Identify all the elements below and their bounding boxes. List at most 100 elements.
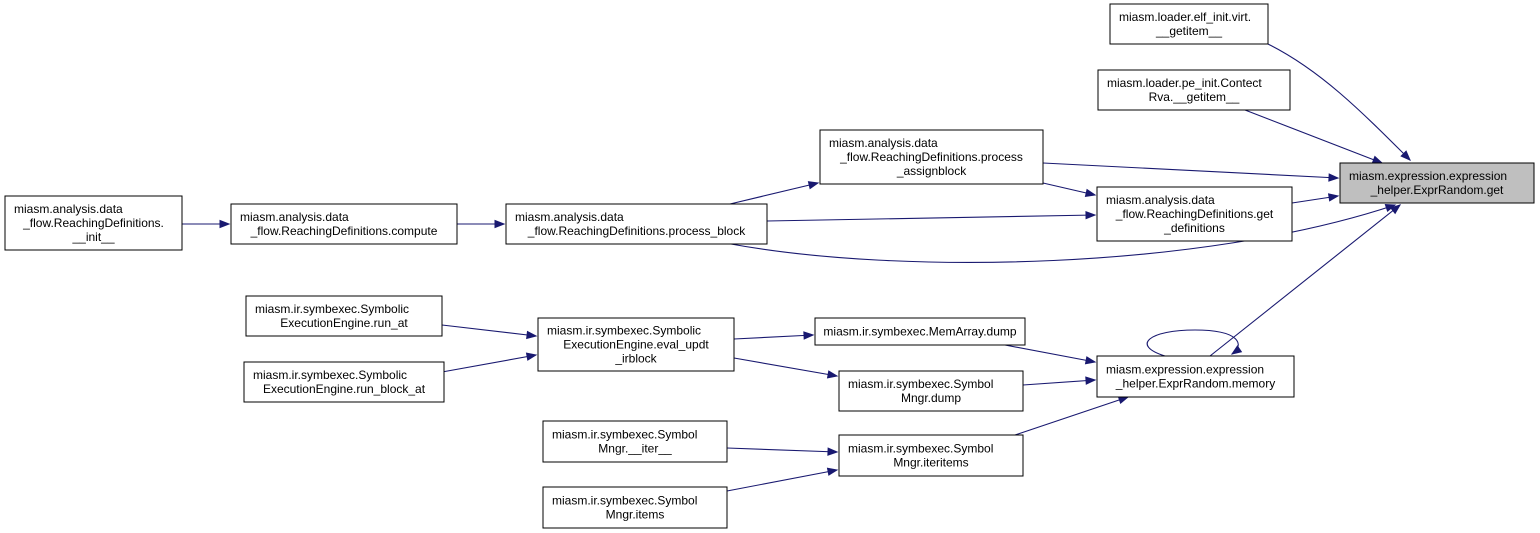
edge-symbolmngr-iteritems-to-memory-arrowhead [1117, 396, 1130, 405]
edge-process-block-to-get-definitions-arrowhead [1085, 210, 1097, 220]
edge-get-definitions-to-target-arrowhead [1327, 193, 1340, 202]
edge-process-block-to-get-definitions [766, 210, 1097, 222]
edge-process-assignblock-to-target-line [1042, 162, 1339, 179]
edge-symbolmngr-iter-to-symbolmngr-iteritems [726, 447, 839, 456]
edge-elf-getitem-to-target [1267, 43, 1411, 161]
node-eval-updt-irblock-label-line: ExecutionEngine.eval_updt [563, 338, 709, 352]
edge-eval-updt-irblock-to-memarray-dump-arrowhead [803, 331, 815, 340]
node-symbolmngr-iteritems-label-line: miasm.ir.symbexec.Symbol [848, 442, 993, 456]
node-symbolmngr-iteritems-label-line: Mngr.iteritems [893, 456, 968, 470]
node-memarray-dump[interactable]: miasm.ir.symbexec.MemArray.dump [814, 317, 1026, 346]
node-memory[interactable]: miasm.expression.expression_helper.ExprR… [1096, 355, 1295, 398]
edge-symbolmngr-items-to-symbolmngr-iteritems [726, 467, 839, 492]
edge-memarray-dump-to-memory [1004, 344, 1097, 365]
edge-memory-to-memory-arrowhead [1230, 345, 1243, 355]
node-run-block-at-label-line: ExecutionEngine.run_block_at [263, 382, 426, 396]
edge-memory-to-target [1209, 204, 1402, 357]
node-memarray-dump-box [814, 317, 1026, 346]
node-process-assignblock-box [819, 129, 1044, 185]
node-eval-updt-irblock-label-line: _irblock [614, 352, 657, 366]
node-run-block-at-box [243, 361, 445, 403]
graph-nodes: miasm.expression.expression_helper.ExprR… [4, 3, 1535, 529]
node-pe-getitem-label-line: Rva.__getitem__ [1149, 90, 1240, 104]
node-elf-getitem-box [1109, 3, 1269, 45]
node-run-at[interactable]: miasm.ir.symbexec.SymbolicExecutionEngin… [245, 295, 443, 337]
node-run-block-at[interactable]: miasm.ir.symbexec.SymbolicExecutionEngin… [243, 361, 445, 403]
edge-memory-to-memory-line [1146, 329, 1239, 357]
node-eval-updt-irblock[interactable]: miasm.ir.symbexec.SymbolicExecutionEngin… [537, 317, 735, 372]
edge-rd-compute-to-process-block-arrowhead [494, 219, 506, 229]
edge-eval-updt-irblock-to-memarray-dump [733, 331, 815, 340]
node-pe-getitem[interactable]: miasm.loader.pe_init.ContectRva.__getite… [1097, 69, 1291, 111]
node-target-label-line: miasm.expression.expression [1349, 169, 1507, 183]
edge-eval-updt-irblock-to-symbolmngr-dump-line [733, 357, 838, 377]
edge-process-block-to-target-line [730, 204, 1396, 263]
edge-process-block-to-get-definitions-line [766, 214, 1096, 222]
node-rd-compute-label-line: _flow.ReachingDefinitions.compute [250, 224, 438, 238]
edge-run-block-at-to-eval-updt-irblock-line [441, 354, 537, 373]
edge-rd-init-to-rd-compute [182, 219, 231, 229]
node-rd-init[interactable]: miasm.analysis.data_flow.ReachingDefinit… [4, 195, 183, 251]
edge-memory-to-target-arrowhead [1389, 204, 1402, 215]
edge-process-assignblock-to-get-definitions [1042, 182, 1097, 197]
node-elf-getitem[interactable]: miasm.loader.elf_init.virt.__getitem__ [1109, 3, 1269, 45]
edge-symbolmngr-dump-to-memory [1022, 376, 1097, 386]
node-run-at-label-line: ExecutionEngine.run_at [280, 316, 408, 330]
node-memory-label-line: _helper.ExprRandom.memory [1115, 377, 1275, 391]
edge-pe-getitem-to-target-arrowhead [1371, 155, 1384, 164]
edge-symbolmngr-iteritems-to-memory [1014, 396, 1130, 436]
node-target[interactable]: miasm.expression.expression_helper.ExprR… [1339, 162, 1535, 204]
node-symbolmngr-iter-label-line: miasm.ir.symbexec.Symbol [552, 428, 697, 442]
edge-get-definitions-to-target [1291, 193, 1340, 204]
node-symbolmngr-iter-box [542, 420, 728, 463]
edge-symbolmngr-items-to-symbolmngr-iteritems-line [726, 469, 838, 492]
node-symbolmngr-dump-box [838, 370, 1024, 412]
edge-process-assignblock-to-target [1042, 162, 1340, 182]
node-process-assignblock[interactable]: miasm.analysis.data_flow.ReachingDefinit… [819, 129, 1044, 185]
edge-process-block-to-process-assignblock-line [729, 182, 819, 205]
node-get-definitions[interactable]: miasm.analysis.data_flow.ReachingDefinit… [1096, 186, 1293, 242]
node-rd-init-label-line: _flow.ReachingDefinitions. [22, 216, 164, 230]
node-symbolmngr-iter-label-line: Mngr.__iter__ [598, 442, 672, 456]
edge-run-at-to-eval-updt-irblock-arrowhead [526, 330, 538, 340]
node-rd-init-label-line: __init__ [71, 230, 114, 244]
edge-run-at-to-eval-updt-irblock-line [441, 324, 537, 337]
node-elf-getitem-label-line: miasm.loader.elf_init.virt. [1119, 10, 1251, 24]
node-process-block-label-line: miasm.analysis.data [515, 210, 624, 224]
node-rd-init-label-line: miasm.analysis.data [14, 202, 123, 216]
edge-pe-getitem-to-target-line [1244, 109, 1383, 164]
node-rd-compute-label-line: miasm.analysis.data [240, 210, 349, 224]
node-symbolmngr-items-box [542, 486, 728, 529]
edge-process-block-to-process-assignblock-arrowhead [807, 181, 820, 190]
edge-symbolmngr-iter-to-symbolmngr-iteritems-arrowhead [827, 447, 839, 456]
node-process-block[interactable]: miasm.analysis.data_flow.ReachingDefinit… [505, 203, 768, 245]
node-target-label-line: _helper.ExprRandom.get [1370, 183, 1504, 197]
node-process-assignblock-label-line: miasm.analysis.data [829, 136, 938, 150]
node-symbolmngr-dump-label-line: miasm.ir.symbexec.Symbol [848, 377, 993, 391]
edge-run-block-at-to-eval-updt-irblock [441, 352, 538, 373]
edge-elf-getitem-to-target-line [1267, 43, 1411, 161]
edge-eval-updt-irblock-to-symbolmngr-dump-arrowhead [826, 370, 839, 379]
node-get-definitions-label-line: _definitions [1163, 221, 1225, 235]
node-rd-compute[interactable]: miasm.analysis.data_flow.ReachingDefinit… [230, 203, 458, 245]
edge-symbolmngr-iteritems-to-memory-line [1014, 396, 1129, 436]
node-eval-updt-irblock-label-line: miasm.ir.symbexec.Symbolic [547, 324, 701, 338]
node-symbolmngr-items-label-line: miasm.ir.symbexec.Symbol [552, 494, 697, 508]
node-run-block-at-label-line: miasm.ir.symbexec.Symbolic [253, 368, 407, 382]
node-pe-getitem-label-line: miasm.loader.pe_init.Contect [1107, 76, 1262, 90]
edge-elf-getitem-to-target-arrowhead [1400, 150, 1411, 161]
node-process-block-box [505, 203, 768, 245]
node-rd-init-box [4, 195, 183, 251]
edge-memarray-dump-to-memory-line [1004, 344, 1096, 363]
node-get-definitions-label-line: miasm.analysis.data [1106, 193, 1215, 207]
node-target-box [1339, 162, 1535, 204]
node-get-definitions-label-line: _flow.ReachingDefinitions.get [1115, 207, 1274, 221]
node-process-block-label-line: _flow.ReachingDefinitions.process_block [527, 224, 746, 238]
edge-symbolmngr-dump-to-memory-arrowhead [1085, 376, 1097, 385]
edge-process-block-to-target [730, 203, 1397, 263]
